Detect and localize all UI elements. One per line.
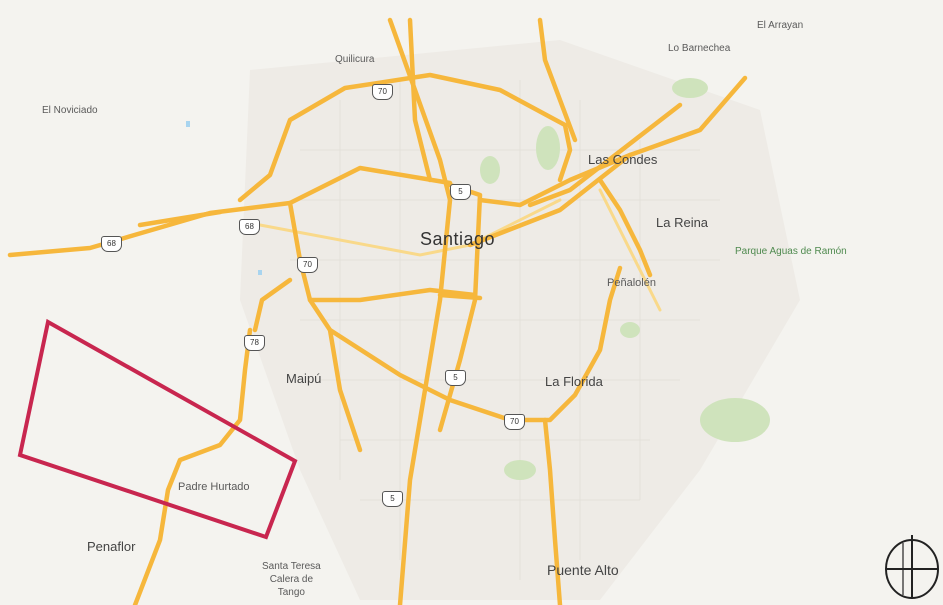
parks (480, 78, 770, 480)
place-label-puente-alto[interactable]: Puente Alto (547, 562, 619, 578)
place-label-penaflor[interactable]: Penaflor (87, 539, 136, 554)
place-label-las-condes[interactable]: Las Condes (588, 152, 658, 167)
highway-68-shield: 68 (239, 219, 260, 235)
highlight-polygon (17, 318, 298, 540)
place-label-penalolen[interactable]: Peñalolén (607, 277, 656, 289)
highway-70-shield: 70 (372, 84, 393, 100)
street-grid (290, 80, 720, 580)
major-roads (7, 17, 748, 605)
highway-5-shield: 5 (445, 370, 466, 386)
highway-5-shield: 5 (450, 184, 471, 200)
label-line-calera-de: Calera de (269, 574, 314, 585)
place-label-santa-teresa-calera-de-tango[interactable]: Santa Teresa Calera de Tango (262, 560, 321, 599)
place-label-el-noviciado[interactable]: El Noviciado (42, 105, 98, 116)
highway-70-shield: 70 (297, 257, 318, 273)
place-label-la-florida[interactable]: La Florida (545, 374, 603, 389)
place-label-el-arrayan[interactable]: El Arrayan (757, 20, 804, 31)
highway-70-shield: 70 (504, 414, 525, 430)
highway-68-shield: 68 (101, 236, 122, 252)
place-label-la-reina[interactable]: La Reina (656, 215, 709, 230)
place-label-lo-barnechea[interactable]: Lo Barnechea (668, 43, 731, 54)
compass-icon (885, 535, 939, 599)
label-line-santa-teresa: Santa Teresa (262, 561, 321, 572)
label-line-tango: Tango (277, 587, 305, 598)
highway-5-shield: 5 (382, 491, 403, 507)
place-label-parque-aguas-de-ramon[interactable]: Parque Aguas de Ramón (735, 246, 847, 257)
place-label-santiago[interactable]: Santiago (420, 229, 496, 249)
place-label-padre-hurtado[interactable]: Padre Hurtado (178, 481, 250, 493)
place-label-quilicura[interactable]: Quilicura (335, 54, 375, 65)
water (186, 121, 262, 275)
place-label-maipu[interactable]: Maipú (286, 371, 322, 386)
highway-78-shield: 78 (244, 335, 265, 351)
